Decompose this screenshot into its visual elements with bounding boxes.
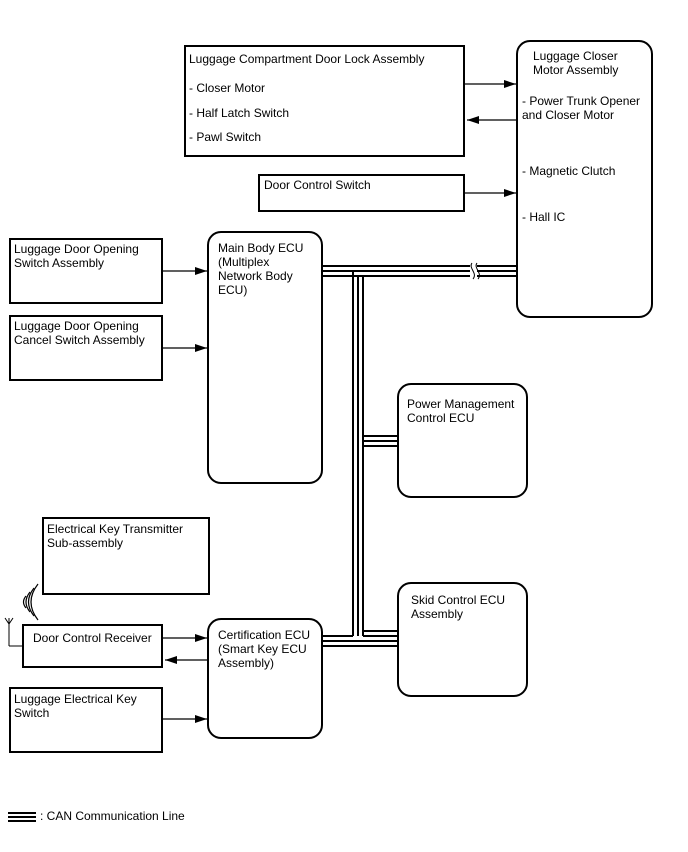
radio-wave-icon: [22, 583, 39, 621]
power-mgmt-ecu-box: Power Management Control ECU: [397, 383, 528, 498]
lock-item-half-latch-switch: - Half Latch Switch: [189, 106, 290, 120]
closer-motor-box: Luggage Closer Motor Assembly - Power Tr…: [516, 40, 653, 318]
antenna-icon: [4, 617, 22, 647]
door-control-receiver-box: Door Control Receiver: [22, 624, 163, 668]
closer-item-trunk-opener: - Power Trunk Opener and Closer Motor: [522, 94, 641, 122]
opening-switch-box: Luggage Door Opening Switch Assembly: [9, 238, 163, 304]
opening-switch-label: Luggage Door Opening Switch Assembly: [14, 242, 139, 270]
door-control-receiver-label: Door Control Receiver: [33, 631, 152, 645]
lock-item-closer-motor: - Closer Motor: [189, 81, 266, 95]
electrical-key-switch-box: Luggage Electrical Key Switch: [9, 687, 163, 753]
key-transmitter-label: Electrical Key Transmitter Sub-assembly: [47, 522, 184, 550]
legend-label: : CAN Communication Line: [40, 809, 185, 823]
certification-ecu-label: Certification ECU (Smart Key ECU Assembl…: [218, 628, 311, 670]
lock-item-pawl-switch: - Pawl Switch: [189, 130, 262, 144]
main-body-ecu-box: Main Body ECU (Multiplex Network Body EC…: [207, 231, 323, 484]
lock-assembly-title: Luggage Compartment Door Lock Assembly: [189, 52, 425, 66]
cancel-switch-label: Luggage Door Opening Cancel Switch Assem…: [14, 319, 145, 347]
lock-assembly-box: Luggage Compartment Door Lock Assembly -…: [184, 45, 465, 157]
main-body-ecu-label: Main Body ECU (Multiplex Network Body EC…: [218, 241, 304, 297]
skid-control-ecu-label: Skid Control ECU Assembly: [411, 593, 506, 621]
door-control-switch-label: Door Control Switch: [264, 178, 371, 192]
electrical-key-switch-label: Luggage Electrical Key Switch: [14, 692, 137, 720]
legend: : CAN Communication Line: [8, 808, 198, 826]
power-mgmt-ecu-label: Power Management Control ECU: [407, 397, 515, 425]
key-transmitter-box: Electrical Key Transmitter Sub-assembly: [42, 517, 210, 595]
closer-item-hall-ic: - Hall IC: [522, 210, 566, 224]
closer-item-magnetic-clutch: - Magnetic Clutch: [522, 164, 616, 178]
can-bus: [322, 262, 518, 647]
skid-control-ecu-box: Skid Control ECU Assembly: [397, 582, 528, 697]
certification-ecu-box: Certification ECU (Smart Key ECU Assembl…: [207, 618, 323, 739]
can-line-legend-icon: [8, 812, 36, 822]
closer-motor-title: Luggage Closer Motor Assembly: [533, 49, 619, 77]
door-control-switch-box: Door Control Switch: [258, 174, 465, 212]
cancel-switch-box: Luggage Door Opening Cancel Switch Assem…: [9, 315, 163, 381]
